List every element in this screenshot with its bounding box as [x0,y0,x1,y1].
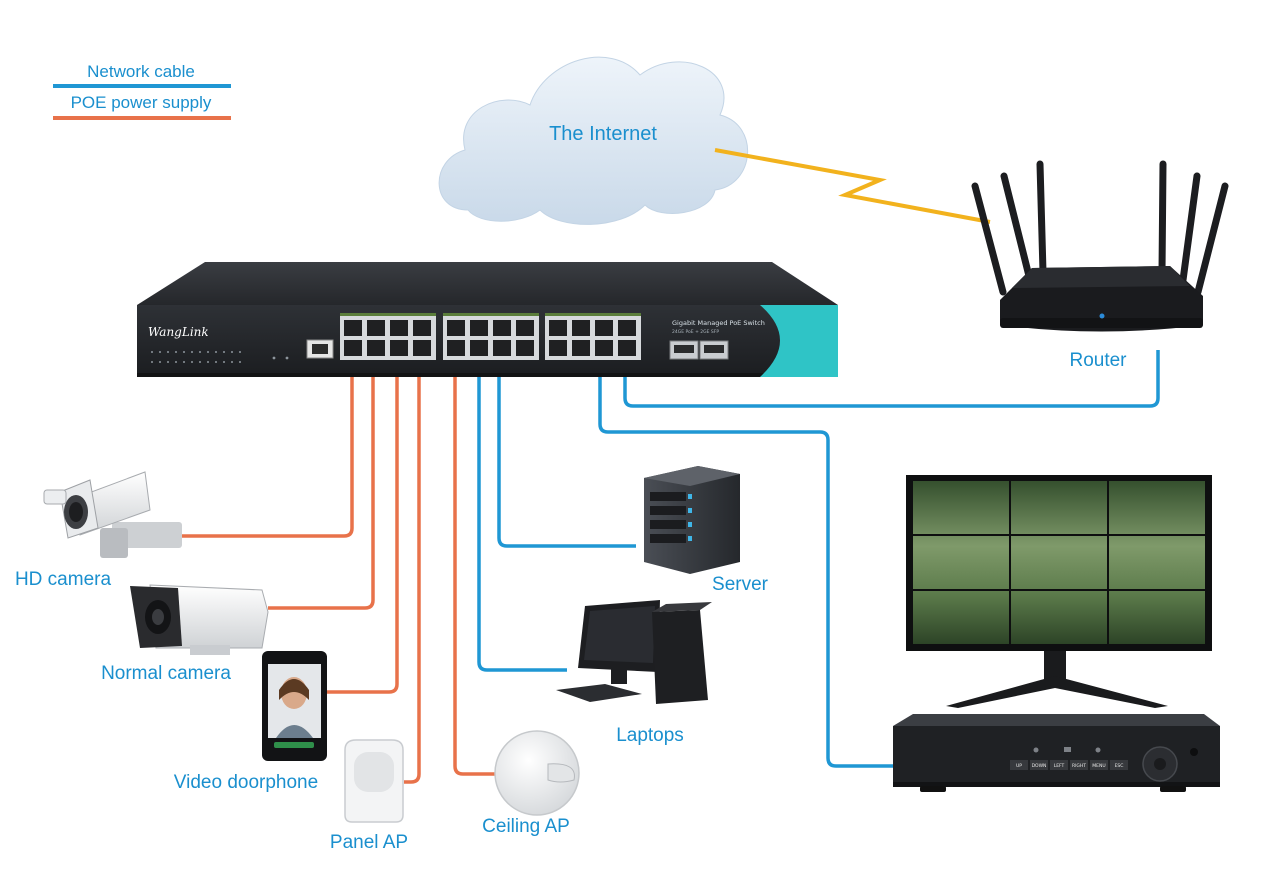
nvr-btn-up: UP [1016,763,1022,769]
cable-router [623,350,1160,408]
ceiling-ap-label: Ceiling AP [482,816,570,837]
switch-sfp-ports [669,340,729,360]
normal-camera-icon: Normal camera [101,584,269,684]
hd-camera-label: HD camera [15,569,112,590]
switch-model-subtitle: 24GE PoE + 2GE SFP [672,329,719,335]
legend: Network cable POE power supply [53,62,231,120]
nvr-btn-down: DOWN [1032,763,1047,769]
cable-laptops [477,367,567,672]
video-doorphone-icon: Video doorphone [174,651,327,793]
nvr-icon: UP DOWN LEFT RIGHT MENU ESC [893,714,1220,792]
laptops-icon: Laptops [556,600,712,746]
poe-normal-camera [268,367,375,610]
legend-network-cable-label: Network cable [87,62,195,81]
nvr-btn-right: RIGHT [1072,763,1086,769]
router-label: Router [1069,350,1127,371]
server-label: Server [712,574,769,595]
hd-camera-icon: HD camera [15,471,182,590]
normal-camera-label: Normal camera [101,663,231,684]
panel-ap-icon: Panel AP [330,739,408,853]
monitor-icon [906,475,1212,708]
cable-server [497,367,636,548]
wireless-link-bolt [714,148,991,224]
panel-ap-label: Panel AP [330,832,408,853]
poe-cables [178,367,497,784]
poe-video-doorphone [327,367,399,694]
switch-rj45-ports [340,313,641,360]
laptops-label: Laptops [616,725,684,746]
poe-panel-ap [404,367,421,784]
cable-nvr [598,367,893,768]
poe-switch: WangLink [137,262,838,377]
router-icon: Router [971,160,1229,371]
video-doorphone-label: Video doorphone [174,772,318,793]
switch-brand-logo: WangLink [148,325,209,339]
nvr-btn-menu: MENU [1092,763,1105,769]
nvr-btn-esc: ESC [1115,763,1124,769]
switch-accent-panel [760,305,838,377]
nvr-btn-left: LEFT [1054,763,1065,769]
server-icon: Server [644,466,769,595]
internet-label: The Internet [549,123,657,145]
internet-cloud-icon: The Internet [438,56,748,225]
legend-poe-label: POE power supply [71,93,212,112]
network-cables [477,350,1160,768]
ceiling-ap-icon: Ceiling AP [482,730,580,837]
poe-ceiling-ap [453,367,497,776]
poe-hd-camera [178,367,354,538]
switch-model-title: Gigabit Managed PoE Switch [672,319,765,327]
